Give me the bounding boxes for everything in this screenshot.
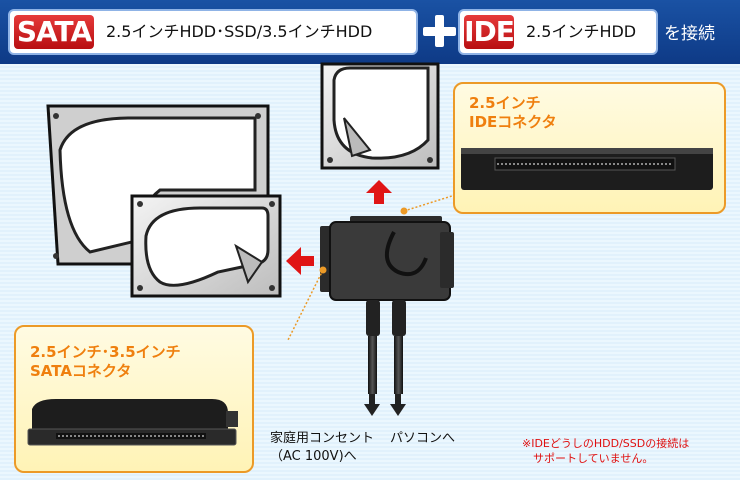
ide-tag: IDE — [464, 15, 515, 49]
sata-description: 2.5インチHDD･SSD/3.5インチHDD — [106, 22, 373, 41]
ide-connector-callout: 2.5インチ IDEコネクタ — [453, 82, 726, 214]
sata-pill: SATA 2.5インチHDD･SSD/3.5インチHDD — [8, 9, 418, 55]
hdd-2-5-inch-ide-icon — [320, 62, 440, 170]
adapter-icon — [319, 207, 454, 301]
ide-connector-title: 2.5インチ IDEコネクタ — [469, 94, 557, 131]
pc-label: パソコンへ — [390, 431, 456, 446]
plus-icon — [422, 13, 456, 47]
header-bar: SATA 2.5インチHDD･SSD/3.5インチHDD IDE 2.5インチH… — [0, 0, 740, 64]
arrow-left-icon — [286, 247, 314, 275]
cables — [364, 300, 406, 416]
ide-connector-photo — [461, 148, 713, 190]
outlet-label: 家庭用コンセント （AC 100V)へ — [270, 431, 375, 464]
sata-connector-photo — [27, 399, 238, 446]
ide-pill: IDE 2.5インチHDD — [458, 9, 658, 55]
ide-note: ※IDEどうしのHDD/SSDの接続は サポートしていません。 — [522, 437, 690, 465]
sata-tag: SATA — [14, 15, 94, 49]
ide-description: 2.5インチHDD — [526, 22, 637, 41]
header-suffix: を接続 — [664, 24, 715, 44]
arrow-up-icon — [366, 180, 392, 204]
sata-connector-title: 2.5インチ･3.5インチ SATAコネクタ — [30, 343, 181, 380]
sata-connector-callout: 2.5インチ･3.5インチ SATAコネクタ — [14, 325, 254, 473]
hdd-2-5-inch-sata-icon — [130, 194, 282, 298]
